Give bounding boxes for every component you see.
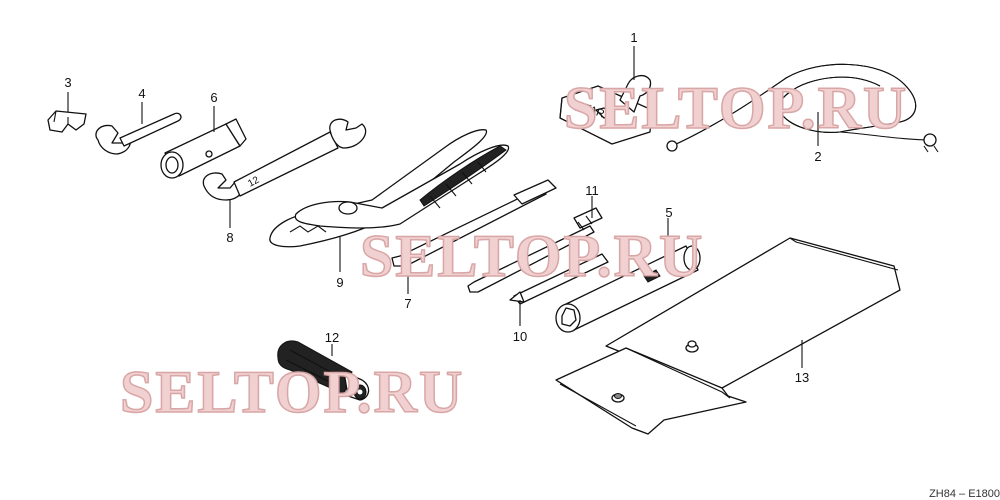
callout-9: 9 [336, 275, 343, 290]
part-1-starter-handle[interactable]: START [559, 74, 653, 145]
callout-numbers: 1 2 3 4 5 6 7 8 9 10 11 12 13 [64, 30, 821, 385]
diagram-code: ZH84 – E1800 [929, 488, 1000, 500]
callout-7: 7 [404, 296, 411, 311]
wrench-size-text: 12 [246, 175, 261, 190]
part-9-pliers[interactable] [269, 129, 510, 248]
part-6-box-spanner[interactable] [160, 118, 247, 179]
callout-10: 10 [513, 329, 527, 344]
callout-leaders [67, 46, 819, 368]
part-3-clip[interactable] [47, 110, 87, 133]
callout-11: 11 [585, 183, 599, 198]
callout-6: 6 [210, 90, 217, 105]
callout-12: 12 [325, 330, 339, 345]
part-4-open-wrench[interactable] [95, 112, 182, 155]
part-7-flat-screwdriver[interactable] [391, 179, 557, 267]
callout-5: 5 [665, 205, 672, 220]
part-8-double-wrench[interactable]: 12 [202, 118, 367, 201]
part-2-starter-rope[interactable] [666, 63, 939, 153]
part-13-tool-bag[interactable] [555, 237, 901, 435]
callout-2: 2 [814, 149, 821, 164]
callout-1: 1 [630, 30, 637, 45]
callout-4: 4 [138, 86, 145, 101]
callout-3: 3 [64, 75, 71, 90]
callout-13: 13 [795, 370, 809, 385]
part-12-grip[interactable] [277, 340, 370, 401]
part-10-handle-bar[interactable] [509, 253, 609, 305]
callout-8: 8 [226, 230, 233, 245]
part-11-phillips-screwdriver[interactable] [467, 207, 603, 293]
part-5-plug-wrench[interactable] [555, 245, 701, 333]
